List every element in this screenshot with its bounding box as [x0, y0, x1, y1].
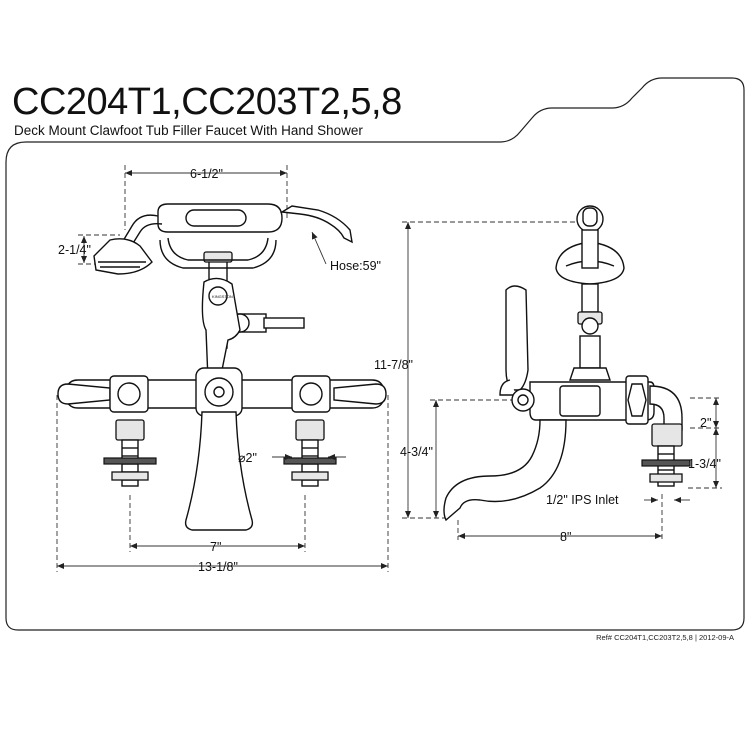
reference-number: Ref# CC204T1,CC203T2,5,8 | 2012-09-A [596, 633, 734, 642]
dim-centers: 7" [210, 540, 221, 554]
dim-overall-width: 13-1/8" [198, 560, 238, 574]
dim-handshower-height: 2-1/4" [58, 243, 91, 257]
side-view-drawing [402, 205, 722, 540]
hose-length-note: Hose:59" [330, 259, 381, 273]
dim-spout-height: 4-3/4" [400, 445, 433, 459]
dim-body-rise: 2" [700, 416, 711, 430]
product-description: Deck Mount Clawfoot Tub Filler Faucet Wi… [14, 123, 363, 138]
dim-handshower-width: 6-1/2" [190, 167, 223, 181]
dim-overall-height: 11-7/8" [374, 358, 413, 372]
svg-text:KINGSTON: KINGSTON [212, 294, 233, 299]
inlet-note: 1/2" IPS Inlet [546, 493, 619, 507]
dim-supply-diameter: ⌀2" [238, 451, 257, 465]
dim-shank: 1-3/4" [688, 457, 721, 471]
front-view-drawing: KINGSTON [56, 165, 389, 572]
drawing-frame [5, 77, 745, 631]
dim-spout-reach: 8" [560, 530, 571, 544]
model-title: CC204T1,CC203T2,5,8 [12, 81, 402, 123]
